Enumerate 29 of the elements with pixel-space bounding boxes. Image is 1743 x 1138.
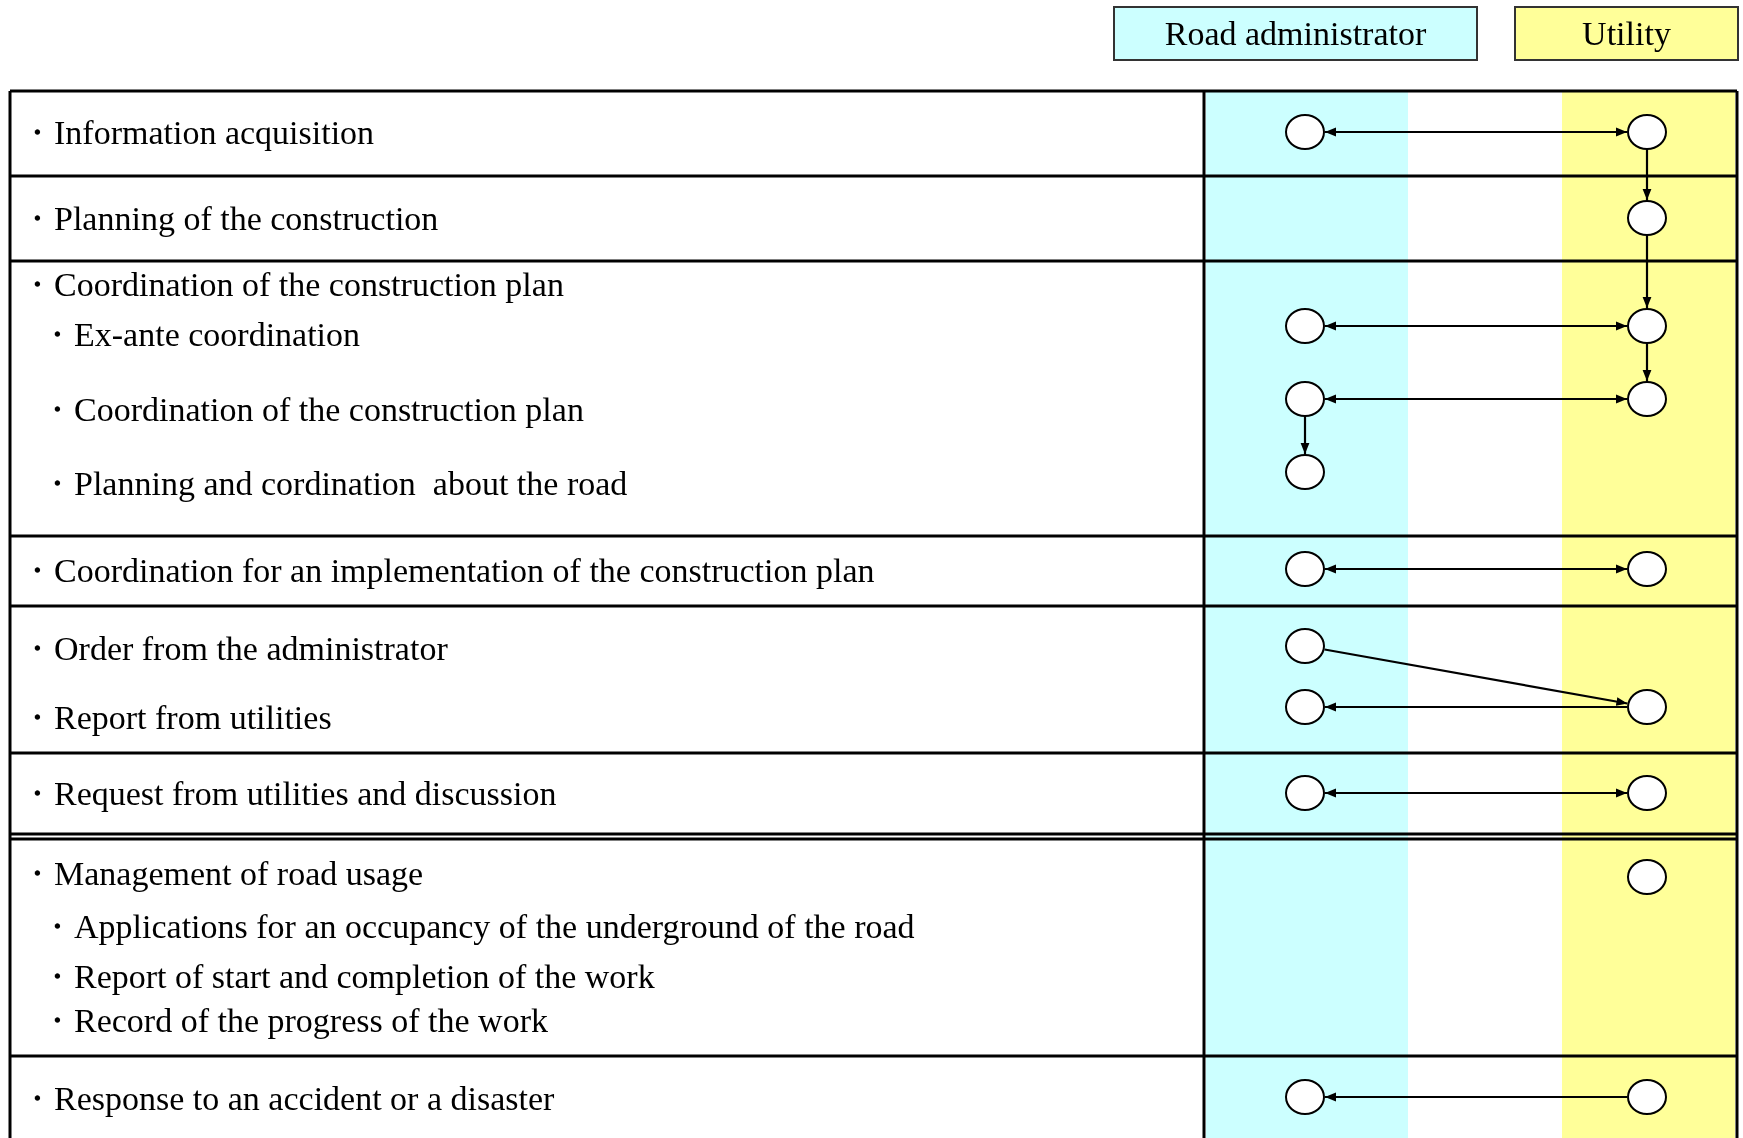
- arrow: [1642, 236, 1652, 308]
- arrow: [1642, 344, 1652, 381]
- arrow: [1300, 417, 1310, 454]
- arrow: [1325, 564, 1627, 574]
- row-label: ・Report of start and completion of the work: [40, 958, 655, 996]
- row-label: ・Planning and cordination about the road: [40, 465, 628, 503]
- arrow: [1642, 150, 1652, 200]
- arrow: [1325, 788, 1627, 798]
- arrow: [1325, 1092, 1627, 1102]
- row-label: ・Information acquisition: [20, 114, 375, 152]
- arrow: [1325, 321, 1627, 331]
- row-label: ・Ex-ante coordination: [40, 316, 361, 354]
- arrow: [1324, 648, 1628, 706]
- lane-header: Utility: [1514, 6, 1739, 61]
- row-label: ・Management of road usage: [20, 855, 424, 893]
- row-label: ・Applications for an occupancy of the underground of the road: [40, 908, 915, 946]
- arrow: [1325, 702, 1627, 712]
- row-label: ・Coordination for an implementation of the construction plan: [20, 552, 875, 590]
- row-label: ・Coordination of the construction plan: [20, 266, 564, 304]
- row-label: ・Request from utilities and discussion: [20, 775, 557, 813]
- arrow: [1325, 127, 1627, 137]
- row-label: ・Report from utilities: [20, 699, 332, 737]
- lane-header: Road administrator: [1113, 6, 1478, 61]
- row-label: ・Planning of the construction: [20, 200, 439, 238]
- arrow: [1325, 394, 1627, 404]
- row-label: ・Coordination of the construction plan: [40, 391, 584, 429]
- row-label: ・Response to an accident or a disaster: [20, 1080, 555, 1118]
- row-label: ・Order from the administrator: [20, 630, 448, 668]
- row-label: ・Record of the progress of the work: [40, 1002, 548, 1040]
